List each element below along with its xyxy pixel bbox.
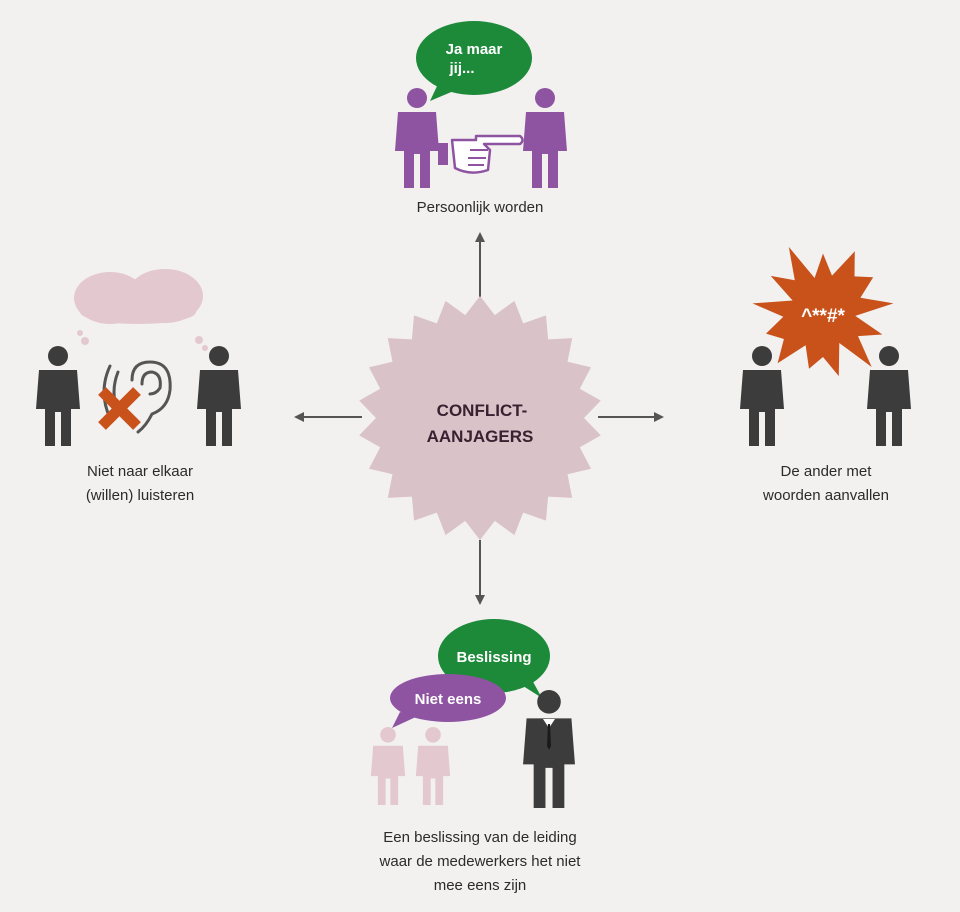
bubble-text-line2: jij... <box>448 60 474 77</box>
person-icon <box>740 346 784 446</box>
green-bubble-text: Beslissing <box>456 649 531 666</box>
speech-bubble-purple: Niet eens <box>390 674 506 728</box>
person-icon <box>395 88 439 188</box>
person-icon <box>867 346 911 446</box>
caption-line: Niet naar elkaar <box>87 463 193 480</box>
caption-left: Niet naar elkaar (willen) luisteren <box>50 460 230 508</box>
speech-bubble-green-bottom: Beslissing <box>438 619 550 698</box>
caption-text: Persoonlijk worden <box>416 199 544 216</box>
purple-bubble-text: Niet eens <box>415 691 482 708</box>
pointing-hand-icon <box>438 134 524 174</box>
center-title-line1: CONFLICT- <box>437 401 528 420</box>
manager-icon <box>523 690 575 808</box>
person-icon <box>415 727 451 805</box>
person-icon <box>370 727 406 805</box>
caption-right: De ander met woorden aanvallen <box>736 460 916 508</box>
center-starburst <box>359 296 601 540</box>
caption-line: (willen) luisteren <box>85 487 195 504</box>
person-icon <box>197 346 241 446</box>
center-title-line2: AANJAGERS <box>427 427 534 446</box>
burst-text: ^**#* <box>801 306 845 327</box>
speech-bubble-green-top: Ja maar jij... <box>416 21 532 101</box>
caption-bottom: Een beslissing van de leiding waar de me… <box>340 826 620 898</box>
cross-icon <box>98 387 141 430</box>
caption-line: woorden aanvallen <box>763 487 889 504</box>
explosion-burst-icon <box>752 246 894 377</box>
caption-line: De ander met <box>780 463 872 480</box>
person-icon <box>523 88 567 188</box>
thought-cloud-icon <box>74 269 208 351</box>
caption-line: mee eens zijn <box>433 877 527 894</box>
person-icon <box>36 346 80 446</box>
caption-top: Persoonlijk worden <box>380 196 580 220</box>
caption-line: waar de medewerkers het niet <box>379 853 581 870</box>
bubble-text-line1: Ja maar <box>446 41 503 58</box>
caption-line: Een beslissing van de leiding <box>383 829 577 846</box>
